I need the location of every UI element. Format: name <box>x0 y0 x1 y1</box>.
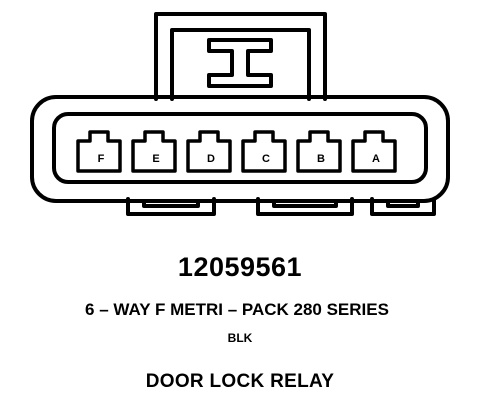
pin-cavity <box>241 130 287 173</box>
connector-body-inner <box>52 112 428 184</box>
connector-series: 6 – WAY F METRI – PACK 280 SERIES <box>85 300 389 319</box>
pin-label: F <box>98 153 105 165</box>
pin-cavity <box>296 130 342 173</box>
key-rib-center-inner <box>272 199 338 208</box>
pin-label: A <box>372 153 380 165</box>
pin-cavity <box>76 130 122 173</box>
pin-label: C <box>262 153 270 165</box>
key-rib-center <box>256 197 354 216</box>
key-rib-left-inner <box>142 199 200 208</box>
pin-cavity <box>351 130 397 173</box>
connector-body-outer <box>30 95 450 203</box>
pin-cavity <box>186 130 232 173</box>
connector-color: BLK <box>227 331 253 345</box>
pin-label: E <box>152 153 159 165</box>
pin-label: B <box>317 153 325 165</box>
key-rib-left <box>126 197 216 216</box>
locking-tab <box>154 12 327 101</box>
component-name: DOOR LOCK RELAY <box>145 371 335 392</box>
key-rib-right <box>370 197 436 216</box>
latch-i-beam <box>207 38 273 88</box>
locking-tab-inner <box>170 28 311 101</box>
key-rib-right-inner <box>386 199 420 208</box>
pin-label: D <box>207 153 215 165</box>
pin-cavity <box>131 130 177 173</box>
part-number: 12059561 <box>177 252 303 282</box>
